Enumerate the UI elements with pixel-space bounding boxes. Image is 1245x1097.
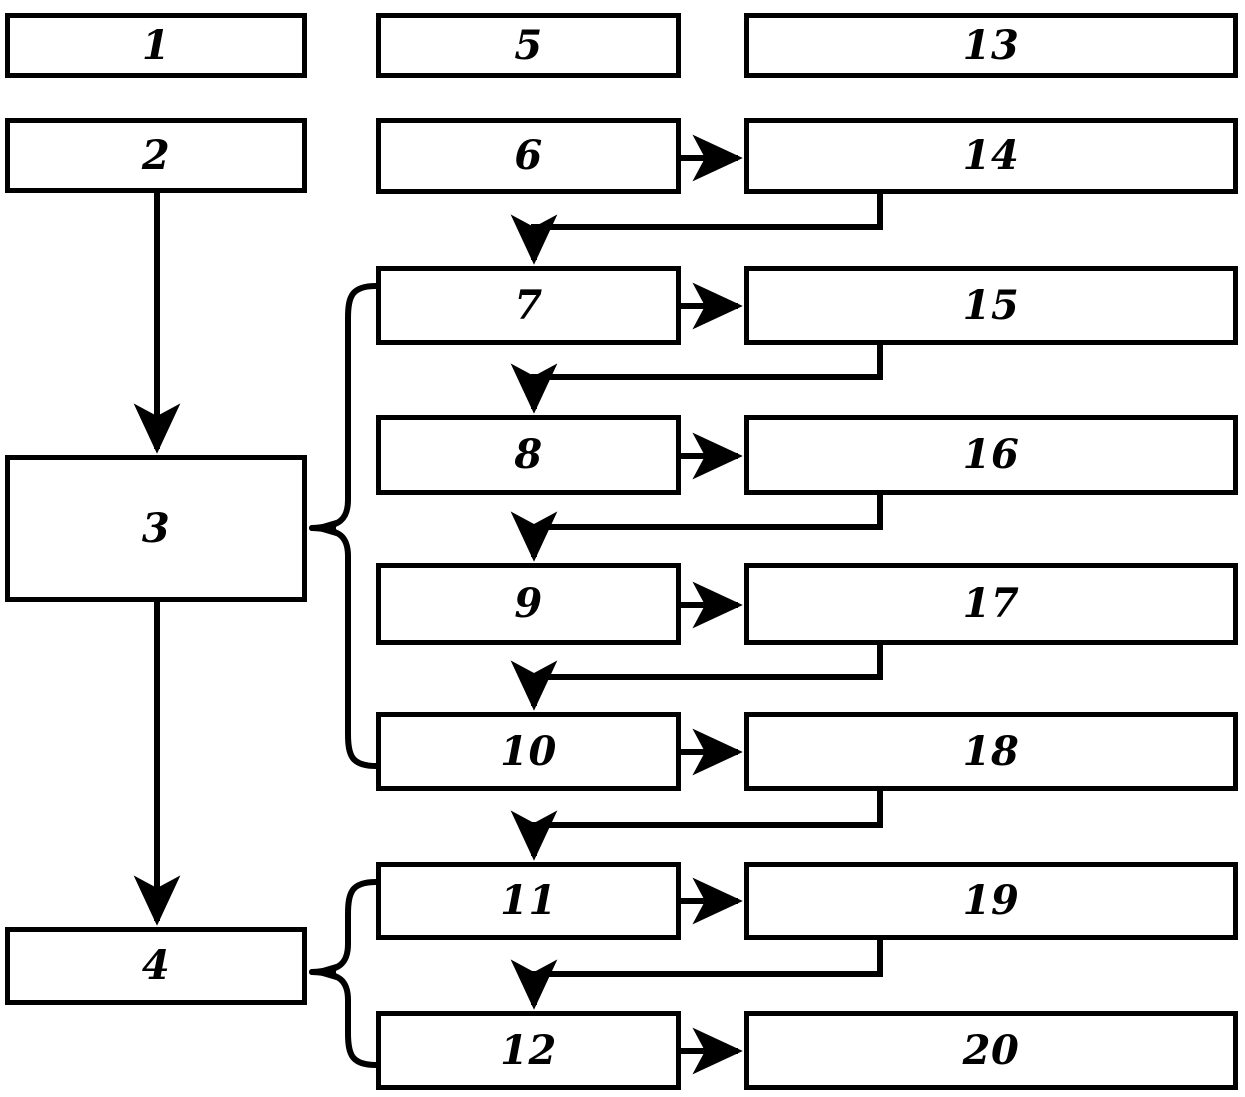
node-6[interactable]: 6 (376, 118, 681, 194)
node-label: 2 (141, 131, 171, 179)
node-5[interactable]: 5 (376, 13, 681, 78)
node-13[interactable]: 13 (744, 13, 1238, 78)
node-18[interactable]: 18 (744, 712, 1238, 791)
edge-17-to-10 (510, 645, 883, 711)
node-1[interactable]: 1 (5, 13, 307, 78)
node-3[interactable]: 3 (5, 455, 307, 602)
node-label: 4 (141, 942, 171, 989)
node-19[interactable]: 19 (744, 862, 1238, 940)
brace-3 (309, 283, 379, 769)
node-7[interactable]: 7 (376, 266, 681, 345)
node-20[interactable]: 20 (744, 1011, 1238, 1090)
edge-15-to-8 (510, 345, 883, 414)
node-label: 18 (962, 727, 1020, 775)
edge-18-to-11 (510, 791, 883, 861)
node-label: 5 (514, 21, 543, 69)
node-8[interactable]: 8 (376, 415, 681, 495)
node-14[interactable]: 14 (744, 118, 1238, 194)
node-label: 14 (962, 132, 1020, 179)
node-label: 11 (500, 877, 557, 924)
node-label: 13 (962, 21, 1020, 69)
node-9[interactable]: 9 (376, 563, 681, 645)
node-11[interactable]: 11 (376, 862, 681, 940)
node-10[interactable]: 10 (376, 712, 681, 791)
node-label: 8 (514, 431, 543, 478)
node-label: 7 (514, 281, 543, 329)
node-label: 3 (141, 504, 171, 552)
node-4[interactable]: 4 (5, 927, 307, 1005)
node-2[interactable]: 2 (5, 118, 307, 193)
node-label: 1 (141, 21, 171, 69)
node-label: 12 (500, 1026, 557, 1074)
node-label: 15 (962, 281, 1020, 329)
node-16[interactable]: 16 (744, 415, 1238, 495)
node-label: 9 (514, 580, 543, 627)
node-label: 17 (962, 580, 1020, 627)
node-12[interactable]: 12 (376, 1011, 681, 1090)
node-label: 10 (500, 727, 557, 775)
node-label: 16 (962, 431, 1020, 478)
edge-16-to-9 (510, 495, 883, 562)
node-label: 6 (514, 132, 543, 179)
node-15[interactable]: 15 (744, 266, 1238, 345)
brace-4 (309, 879, 379, 1068)
edge-19-to-12 (510, 940, 883, 1010)
node-17[interactable]: 17 (744, 563, 1238, 645)
edge-14-to-7 (510, 194, 883, 265)
node-label: 19 (962, 877, 1020, 924)
node-label: 20 (962, 1026, 1020, 1074)
